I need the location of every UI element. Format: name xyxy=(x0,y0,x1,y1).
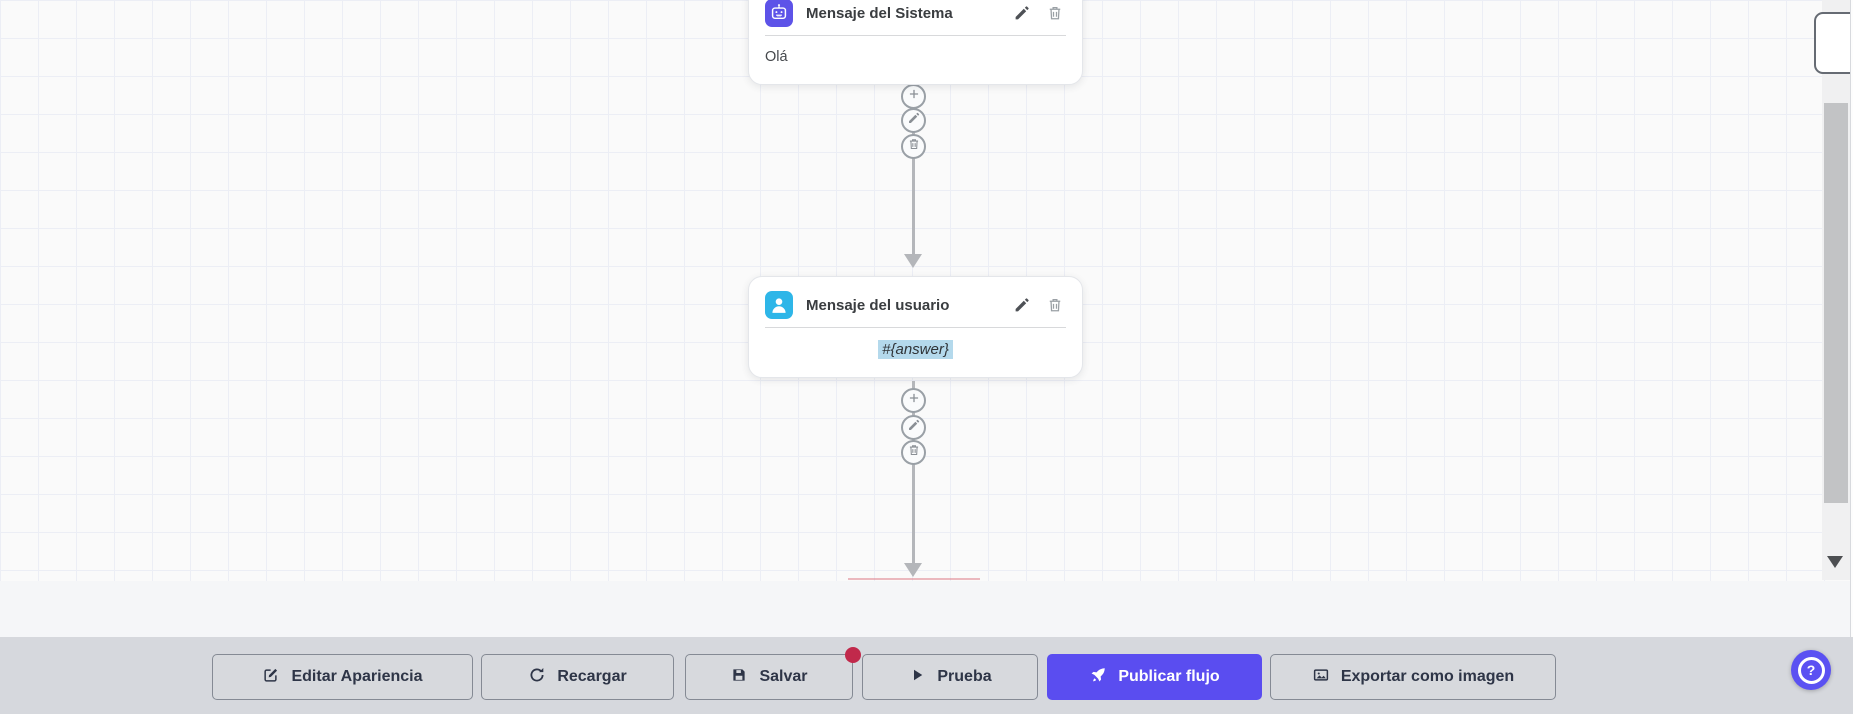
publish-flow-button[interactable]: Publicar flujo xyxy=(1047,654,1262,700)
node-body-text: Olá xyxy=(765,49,788,65)
button-label: Publicar flujo xyxy=(1118,668,1220,685)
connector-line xyxy=(912,78,915,256)
node-system-message[interactable]: Mensaje del Sistema Olá xyxy=(748,0,1083,85)
vertical-scrollbar-thumb[interactable] xyxy=(1824,103,1848,503)
connector-edit-button[interactable] xyxy=(901,415,926,440)
edit-square-icon xyxy=(262,666,280,689)
next-node-top-edge xyxy=(848,578,980,580)
node-title: Mensaje del Sistema xyxy=(806,4,953,22)
node-user-message[interactable]: Mensaje del usuario #{answer} xyxy=(748,276,1083,378)
canvas-bottom-band xyxy=(0,581,1853,637)
edit-appearance-button[interactable]: Editar Apariencia xyxy=(212,654,473,700)
help-button[interactable]: ? xyxy=(1791,650,1831,690)
node-body-text: #{answer} xyxy=(749,328,1082,377)
trash-icon xyxy=(907,443,921,462)
trash-icon xyxy=(907,137,921,156)
connector-delete-button[interactable] xyxy=(901,134,926,159)
divider xyxy=(765,35,1066,36)
bottom-toolbar: Editar Apariencia Recargar Salvar Prueba… xyxy=(0,637,1853,714)
window-edge xyxy=(1850,0,1853,714)
save-button[interactable]: Salvar xyxy=(685,654,853,700)
button-label: Exportar como imagen xyxy=(1340,668,1515,685)
edit-node-button[interactable] xyxy=(1013,296,1031,314)
play-icon xyxy=(908,666,926,689)
image-icon xyxy=(1312,666,1330,689)
divider xyxy=(765,327,1066,328)
delete-node-button[interactable] xyxy=(1046,4,1064,22)
flow-canvas[interactable]: Mensaje del Sistema Olá Mensaje del usua… xyxy=(0,0,1853,581)
plus-icon xyxy=(907,87,921,106)
button-label: Recargar xyxy=(557,668,627,685)
scrollbar-top-control[interactable] xyxy=(1814,12,1853,74)
arrow-down-icon xyxy=(904,563,922,577)
test-button[interactable]: Prueba xyxy=(862,654,1038,700)
export-image-button[interactable]: Exportar como imagen xyxy=(1270,654,1556,700)
robot-icon xyxy=(765,0,793,27)
pencil-icon xyxy=(1013,6,1031,26)
unsaved-changes-badge xyxy=(845,647,861,663)
arrow-down-icon xyxy=(904,254,922,268)
pencil-icon xyxy=(1013,298,1031,318)
node-title: Mensaje del usuario xyxy=(806,296,950,314)
question-icon: ? xyxy=(1797,656,1825,684)
pencil-icon xyxy=(907,418,921,437)
scroll-down-arrow-icon[interactable] xyxy=(1827,556,1843,568)
button-label: Salvar xyxy=(759,668,808,685)
node-header: Mensaje del usuario xyxy=(749,277,1082,327)
rocket-icon xyxy=(1089,666,1107,689)
trash-icon xyxy=(1046,298,1064,318)
connector-add-button[interactable] xyxy=(901,388,926,413)
save-icon xyxy=(730,666,748,689)
refresh-icon xyxy=(528,666,546,689)
plus-icon xyxy=(907,391,921,410)
reload-button[interactable]: Recargar xyxy=(481,654,674,700)
connector-line xyxy=(912,381,915,563)
button-label: Editar Apariencia xyxy=(291,668,423,685)
help-label: ? xyxy=(1806,662,1816,678)
user-icon xyxy=(765,291,793,319)
edit-node-button[interactable] xyxy=(1013,4,1031,22)
delete-node-button[interactable] xyxy=(1046,296,1064,314)
variable-token[interactable]: #{answer} xyxy=(878,340,953,359)
connector-edit-button[interactable] xyxy=(901,108,926,133)
node-header: Mensaje del Sistema xyxy=(749,0,1082,35)
pencil-icon xyxy=(907,111,921,130)
button-label: Prueba xyxy=(937,668,992,685)
connector-delete-button[interactable] xyxy=(901,440,926,465)
trash-icon xyxy=(1046,6,1064,26)
connector-add-button[interactable] xyxy=(901,84,926,109)
